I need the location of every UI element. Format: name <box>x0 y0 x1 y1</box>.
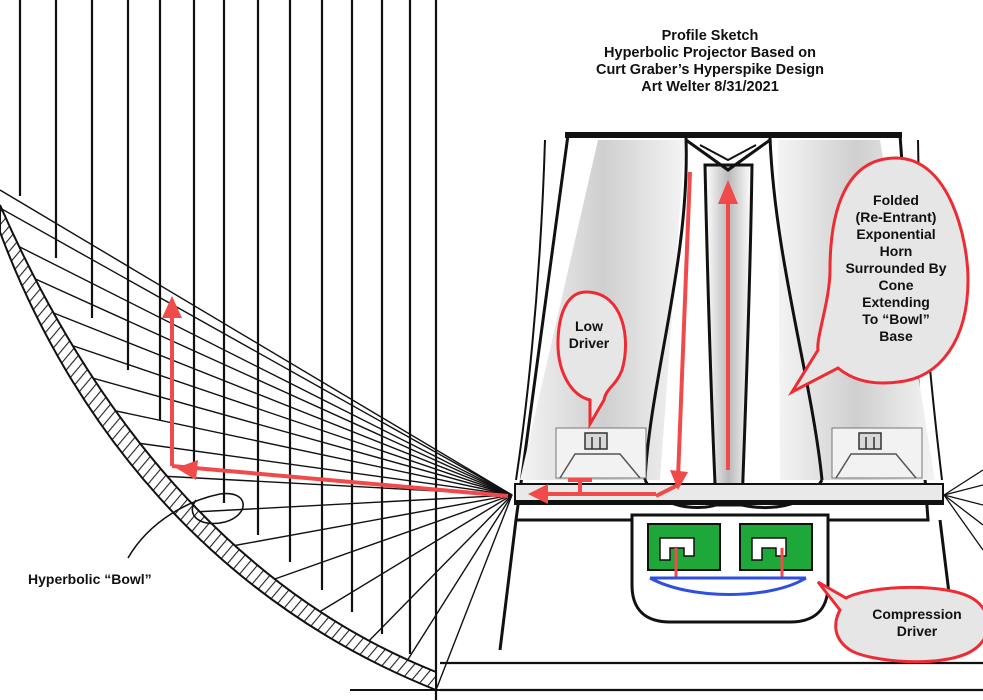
bowl-wall <box>0 204 437 692</box>
diaphragm <box>649 576 807 596</box>
compression-driver-magnets <box>647 523 813 578</box>
compression-driver-label: Compression Driver <box>872 606 962 639</box>
horn-outer-right-wall <box>768 137 824 481</box>
low-driver-label: Low Driver <box>568 318 610 351</box>
title-line-4: Art Welter 8/31/2021 <box>641 79 779 95</box>
hyperbolic-bowl <box>0 0 513 700</box>
diagram-title: Profile Sketch Hyperbolic Projector Base… <box>560 28 860 96</box>
bowl-label: Hyperbolic “Bowl” <box>28 571 152 587</box>
low-driver-right <box>831 427 923 479</box>
low-driver-left <box>555 427 647 479</box>
horn-label: Folded (Re-Entrant) Exponential Horn Sur… <box>845 192 947 344</box>
horn-outer-left-wall <box>643 137 688 481</box>
horn-callout <box>787 156 970 396</box>
floor-lines <box>440 661 983 692</box>
title-line-1: Profile Sketch <box>661 28 759 44</box>
title-line-2: Hyperbolic Projector Based on <box>604 45 816 61</box>
converging-rays <box>0 189 513 691</box>
signal-path-arrows <box>528 171 738 504</box>
reflection-arrow <box>162 296 509 498</box>
compression-driver-callout <box>816 580 983 664</box>
bowl-pointer-curve <box>127 492 244 559</box>
vertical-rays <box>18 0 438 700</box>
title-line-3: Curt Graber’s Hyperspike Design <box>595 62 825 78</box>
low-driver-callout <box>556 290 627 430</box>
